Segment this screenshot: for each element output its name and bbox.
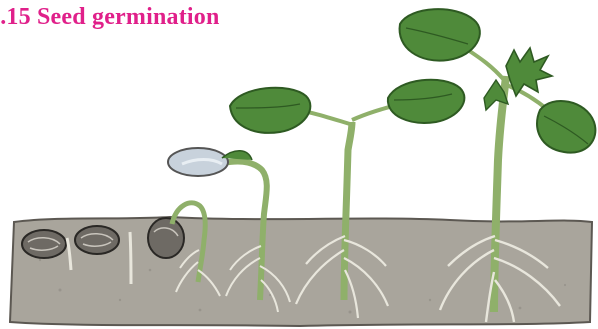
- seed-stage-1: [22, 230, 66, 258]
- seed-stage-2: [75, 226, 119, 254]
